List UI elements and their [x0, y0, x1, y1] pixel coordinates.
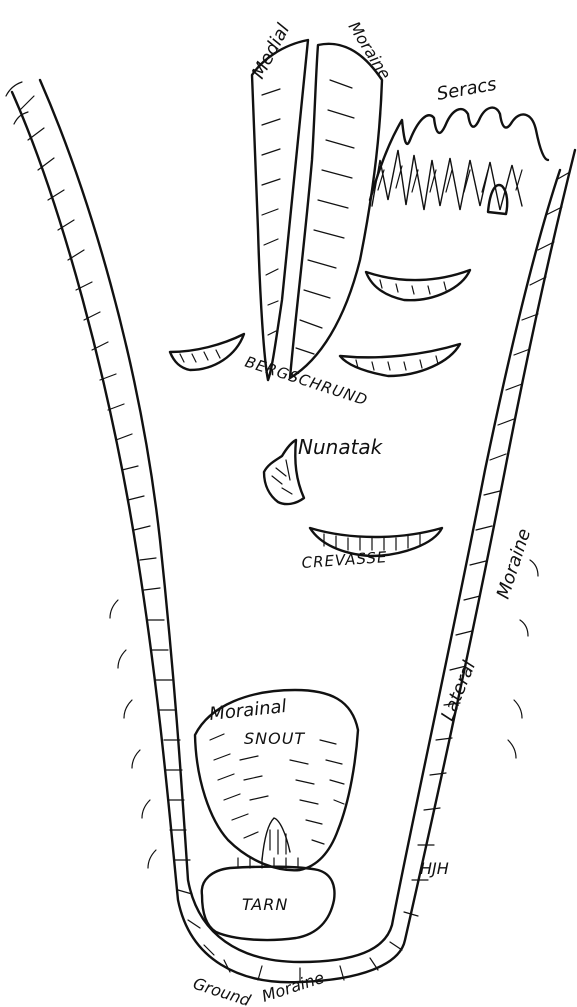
seracs	[370, 108, 548, 214]
label-snout: SNOUT	[244, 729, 305, 748]
label-ground: Ground	[191, 974, 254, 1007]
label-crevasse: CREVASSE	[301, 548, 388, 572]
label-lateral: Lateral	[437, 658, 480, 724]
label-moraine-ground: Moraine	[259, 968, 326, 1006]
bergschrund-crevasses	[170, 270, 470, 376]
label-nunatak: Nunatak	[298, 435, 384, 459]
label-morainal: Morainal	[208, 696, 287, 725]
label-moraine-lateral: Moraine	[493, 526, 535, 601]
label-bergschrund: BERGSCHRUND	[243, 353, 371, 410]
label-initials: HJH	[420, 859, 449, 878]
label-seracs: Seracs	[435, 74, 498, 105]
medial-moraine-strips	[252, 40, 382, 380]
label-medial: Medial	[248, 20, 294, 82]
diagram-labels: Medial Moraine Seracs BERGSCHRUND Nunata…	[191, 18, 535, 1007]
label-tarn: TARN	[242, 895, 288, 914]
